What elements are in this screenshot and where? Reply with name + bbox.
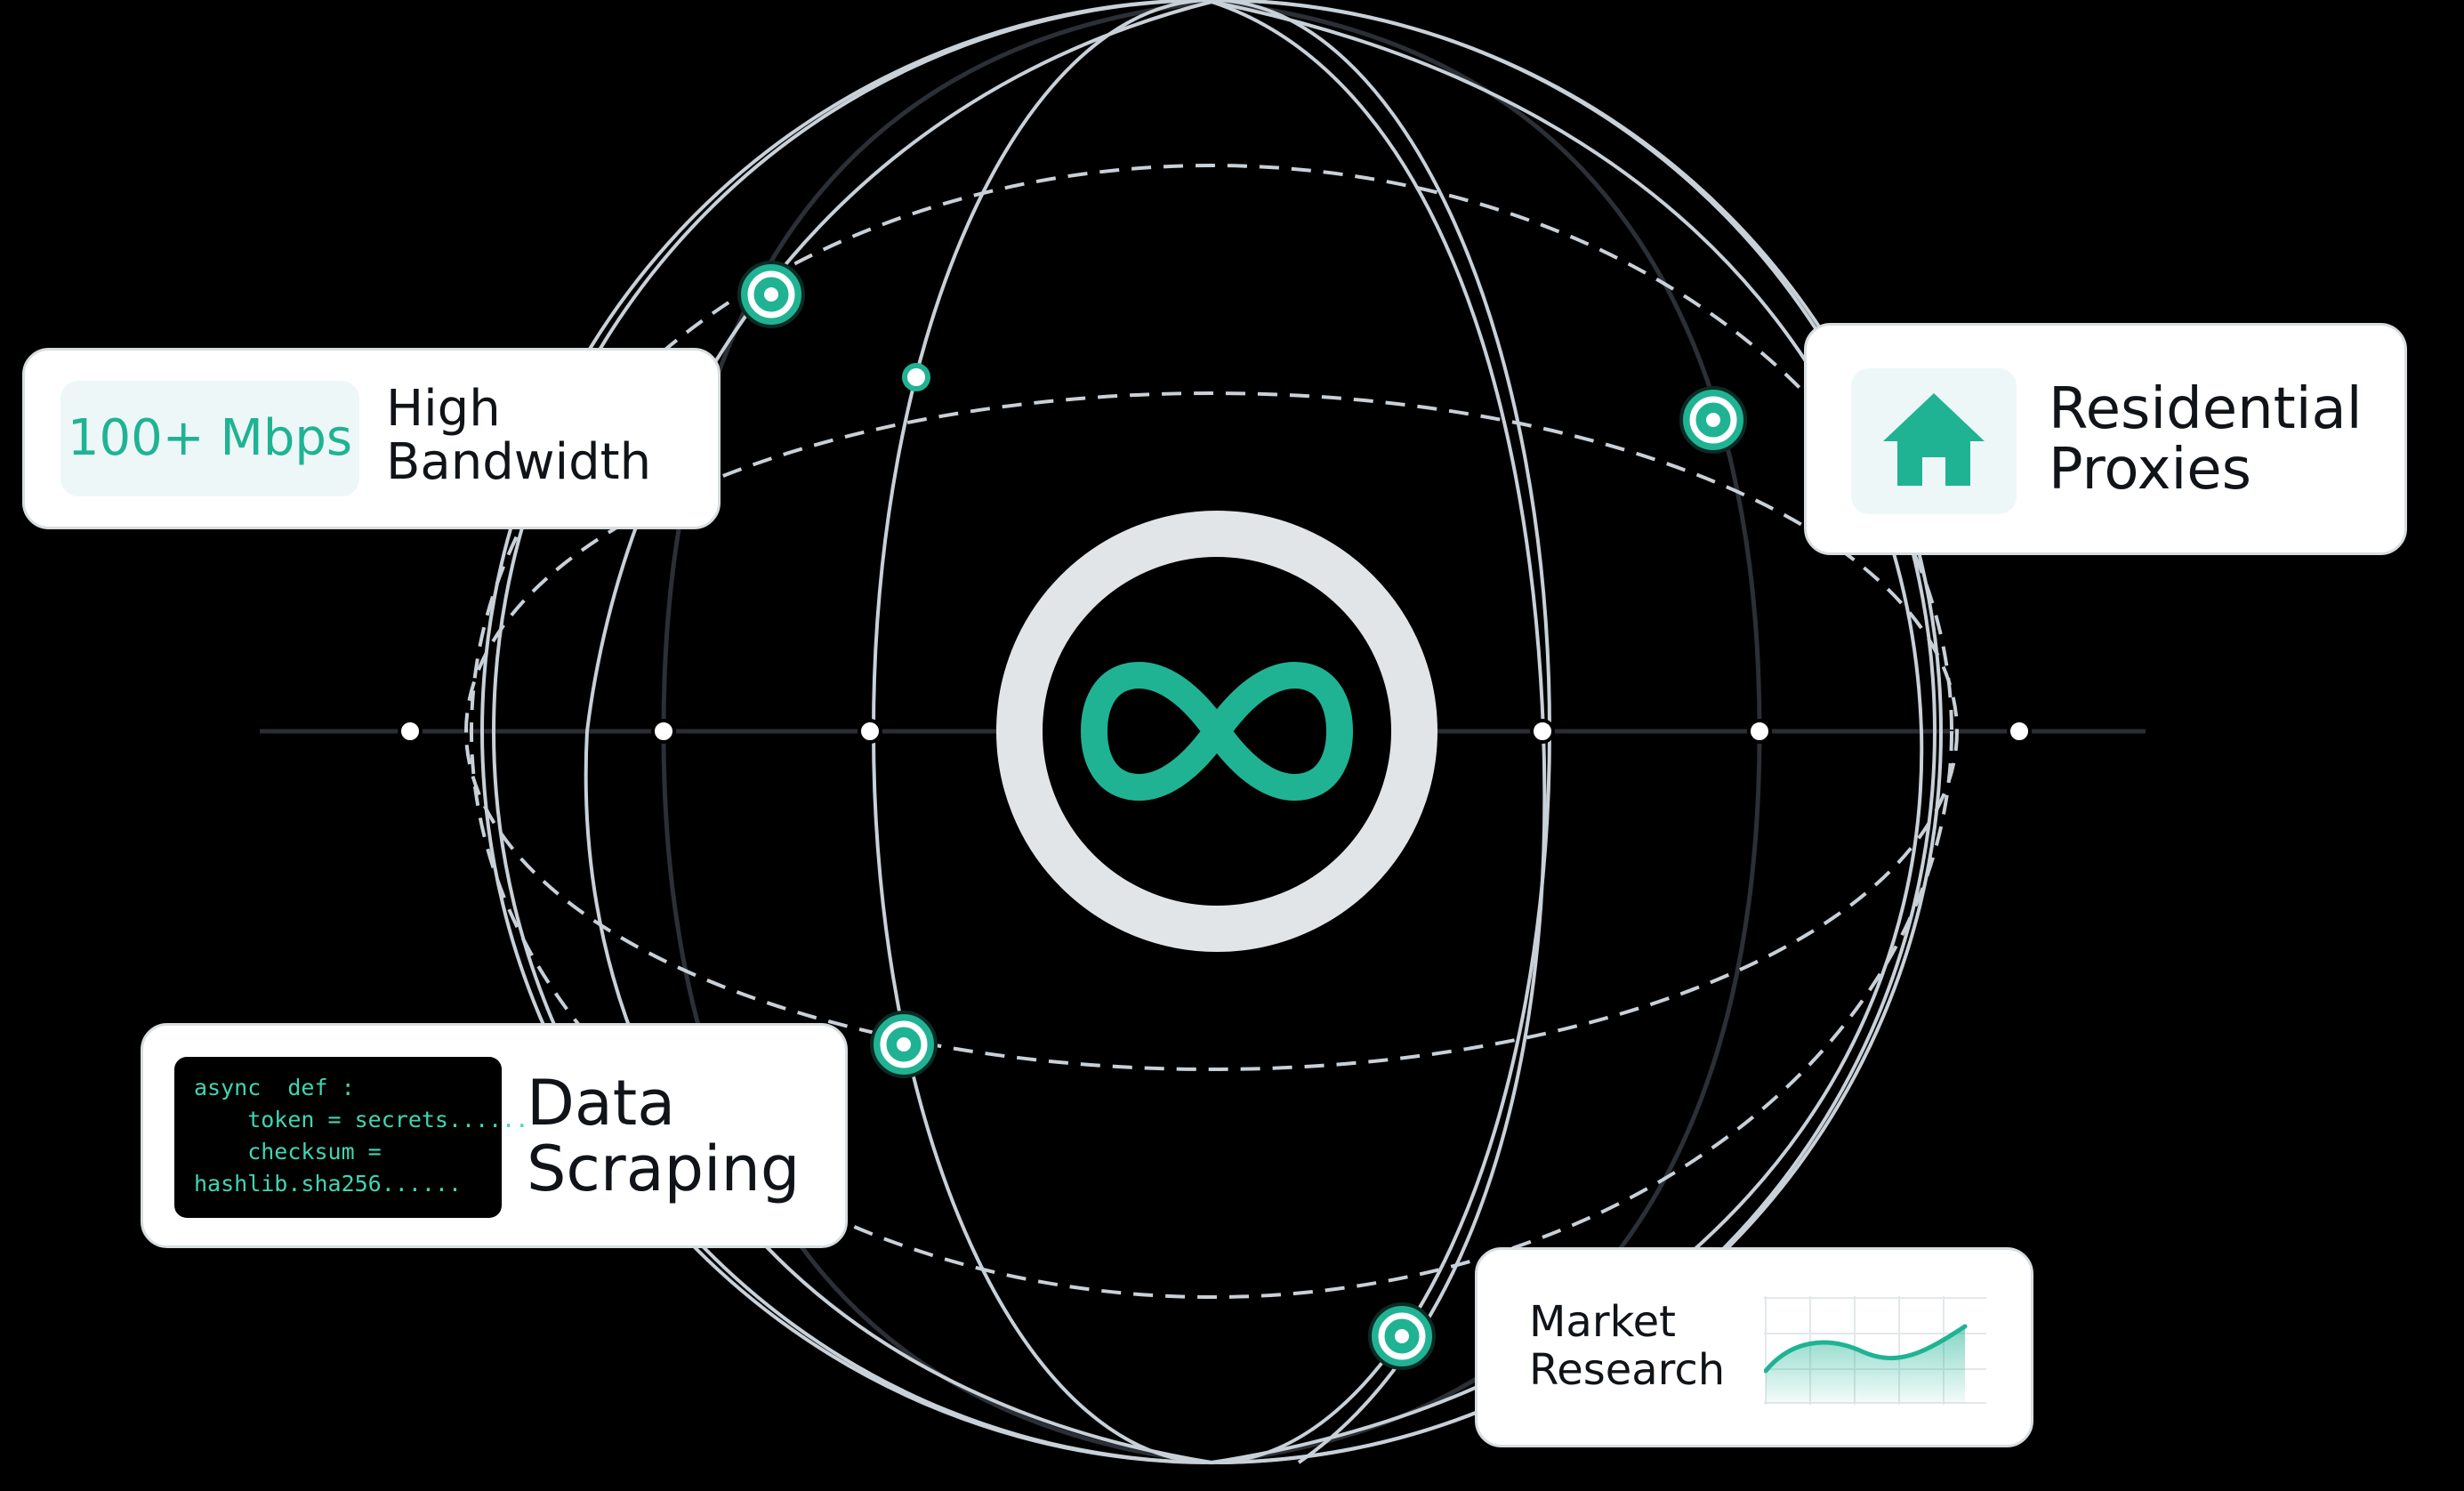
meridian-tilted-c xyxy=(584,0,1212,1464)
target-marker-bandwidth xyxy=(737,261,805,328)
residential-label: Residential Proxies xyxy=(2049,376,2363,503)
market-label: Market Research xyxy=(1529,1297,1726,1395)
code-line: checksum = xyxy=(194,1139,382,1165)
card-data-scraping: async def : token = secrets...... checks… xyxy=(141,1023,848,1248)
scraping-label: Data Scraping xyxy=(527,1067,801,1205)
card-market-research: Market Research xyxy=(1475,1247,2033,1447)
target-marker-scraping xyxy=(870,1011,938,1078)
small-teal-node xyxy=(902,363,930,391)
home-tile xyxy=(1851,368,2017,514)
bandwidth-badge: 100+ Mbps xyxy=(60,381,359,496)
axis-nodes xyxy=(398,719,2032,744)
code-line: token = secrets...... xyxy=(194,1107,529,1132)
target-marker-market xyxy=(1368,1302,1436,1370)
infinity-stroke xyxy=(1080,662,1354,801)
line-chart-icon xyxy=(1764,1296,1986,1405)
latitude-ring-wide xyxy=(470,164,1953,1299)
target-marker-residential xyxy=(1679,386,1747,454)
code-line: async def : xyxy=(194,1075,355,1100)
bandwidth-label: High Bandwidth xyxy=(386,380,652,491)
center-logo xyxy=(996,511,1437,952)
code-snippet: async def : token = secrets...... checks… xyxy=(174,1057,528,1218)
card-residential-proxies: Residential Proxies xyxy=(1804,323,2407,555)
home-icon xyxy=(1883,393,1985,486)
code-line: hashlib.sha256...... xyxy=(194,1171,463,1197)
card-high-bandwidth: 100+ Mbps High Bandwidth xyxy=(22,348,721,529)
latitude-ring-flat xyxy=(464,391,1959,1071)
